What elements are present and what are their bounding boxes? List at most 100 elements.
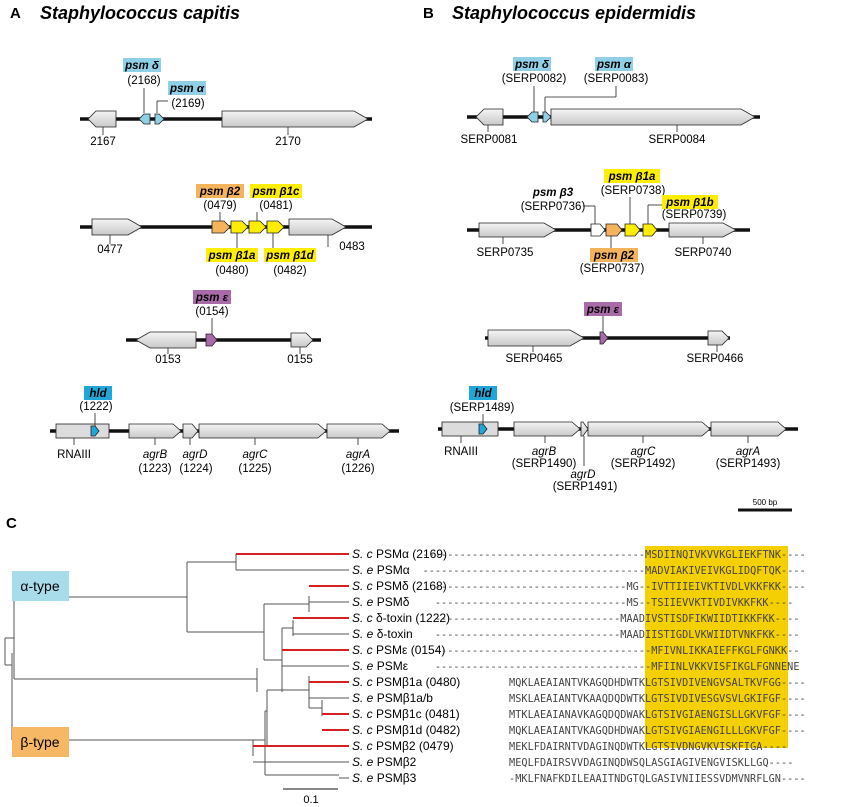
beta-type-box: β-type (12, 727, 69, 757)
alignment-hl: IVSTISDFIKWIIDTIKK (645, 614, 757, 625)
epi-agrA-label: agrA (736, 446, 761, 458)
psm-delta-arrow (138, 113, 151, 125)
tree-leaf-label: S. e PSMε (352, 659, 409, 673)
epi-psm-beta1b-id: (SERP0739) (662, 209, 727, 221)
epi-psm-beta2-id: (SERP0737) (580, 263, 645, 275)
alignment-post: VFGF---- (756, 726, 805, 737)
capitis-psm-alpha-label: psm α (169, 83, 205, 95)
alignment-row: ------------------------------------MSDI… (423, 550, 806, 561)
capitis-psm-beta1d-id: (0482) (273, 265, 306, 277)
alignment-hl: LGTSIVGIAENGILLLGK (645, 726, 757, 737)
gene-serp0466-arrow (707, 330, 730, 346)
alignment-hl: LGTSIVDNGVKVISK (645, 742, 739, 753)
leaf-species: S. c (352, 723, 373, 737)
alignment-post: FTNK---- (756, 550, 805, 561)
tree-scale-bar: 0.1 (283, 788, 338, 806)
capitis-psm-beta1a-label: psm β1a (208, 250, 256, 262)
alignment-row: -----------------------------------MFIVN… (435, 646, 800, 657)
leaf-species: S. e (352, 627, 374, 641)
alignment-pre: -------------------------------MG- (435, 582, 645, 593)
epi-psm-beta2-label: psm β2 (593, 250, 635, 262)
hld-arrow (90, 425, 100, 437)
gene-2170-arrow (221, 110, 369, 128)
alignment-pre: MEKLFDAIRNTVDAGINQDWTK (509, 742, 646, 753)
leaf-protein: PSMβ1d (0482) (373, 723, 461, 737)
epi-agrC-id: (SERP1492) (611, 458, 676, 470)
epi-psm-alpha-arrow (542, 111, 552, 123)
gene-serp0465-label: SERP0465 (506, 353, 563, 365)
capitis-hld-id: (1222) (79, 401, 112, 413)
gene-2167-label: 2167 (90, 136, 116, 148)
epidermidis-psm-epsilon-locus: psm ε SERP0465 SERP0466 (485, 302, 743, 365)
epi-psm-beta2-arrow (605, 223, 623, 237)
capitis-agrD-id: (1224) (179, 463, 212, 475)
genome-scale-bar: 500 bp (738, 498, 792, 512)
alignment-pre: ------------------------------MAAD (435, 630, 645, 641)
leaf-species: S. e (352, 771, 374, 785)
tree-leaf-label: S. c PSMε (0154) (352, 643, 445, 657)
tree-leaf-label: S. c PSMβ1c (0481) (352, 707, 460, 721)
epi-psm-epsilon-arrow (599, 331, 609, 345)
leaf-species: S. e (352, 691, 374, 705)
epi-agrA-arrow (710, 421, 787, 437)
gene-0483-label: 0483 (339, 241, 365, 253)
capitis-psm-beta1a-id: (0480) (215, 265, 248, 277)
epi-psm-beta3-arrow (590, 223, 606, 237)
gene-serp0735-arrow (478, 222, 557, 238)
tree-leaf-label: S. e PSMβ1a/b (352, 691, 433, 705)
alignment-hl: LGTSIVDIVESGVSVLGK (645, 694, 757, 705)
leaf-species: S. c (352, 675, 373, 689)
alignment-pre: MTKLAEAIANAVKAGQDQDWAK (509, 710, 646, 721)
capitis-agrB-id: (1223) (138, 463, 171, 475)
alignment-row: ------------------------------MAADIISTIG… (435, 630, 800, 641)
alignment-row: -------------------------------MG--IVTTI… (435, 582, 806, 593)
psm-beta2-arrow (211, 220, 231, 234)
leaf-species: S. e (352, 659, 374, 673)
leaf-species: S. c (352, 547, 373, 561)
epi-psm-alpha-label: psm α (596, 59, 632, 71)
gene-0155-arrow (290, 332, 314, 348)
tree-leaf-label: S. e PSMβ3 (352, 771, 417, 785)
epi-hld-label: hld (474, 388, 492, 400)
capitis-agr-locus: hld (1222) RNAIII agrB (1223) agrD (1224… (50, 386, 399, 475)
gene-0483-arrow (288, 218, 347, 236)
agrB-arrow (128, 423, 182, 439)
capitis-psm-epsilon-locus: psm ε (0154) 0153 0155 (126, 290, 321, 366)
alignment-post: FKK---- (756, 630, 799, 641)
agrA-arrow (326, 423, 391, 439)
alignment-post: LFGNNENE (750, 662, 799, 673)
alignment-row: MQKLAEAIANTVKAGQDHDWAKLGTSIVGIAENGILLLGK… (509, 726, 806, 737)
capitis-agrD-label: agrD (183, 449, 208, 461)
alignment-hl: LGTSIVGIAENGISLLGK (645, 710, 757, 721)
leaf-protein: PSMβ1c (0481) (373, 707, 460, 721)
alignment-pre: MEQLFDAIRSVVDAGINQDWSQ (509, 758, 645, 769)
capitis-psm-beta2-label: psm β2 (199, 186, 241, 198)
alignment-pre: MSKLAEAIANTVKAAQDQDWTK (509, 694, 646, 705)
gene-0153-arrow (135, 331, 197, 349)
beta-type-label: β-type (20, 734, 59, 750)
capitis-hld-label: hld (89, 388, 107, 400)
alignment-hl: LASGIAGIVENGVISKL (645, 758, 750, 769)
tree-leaf-label: S. c PSMβ1a (0480) (352, 675, 460, 689)
gene-serp0084-label: SERP0084 (649, 134, 707, 146)
capitis-psm-beta1c-id: (0481) (259, 200, 292, 212)
epidermidis-psm-beta-locus: psm β3 (SERP0736) psm β1a (SERP0738) psm… (467, 169, 750, 275)
gene-serp0735-label: SERP0735 (477, 247, 534, 259)
leaf-species: S. e (352, 563, 374, 577)
alignment-pre: ------------------------------------ (423, 550, 645, 561)
capitis-psm-alpha-id: (2169) (171, 98, 204, 110)
leaf-species: S. e (352, 755, 374, 769)
leaf-species: S. e (352, 595, 374, 609)
capitis-psm-delta-label: psm δ (124, 60, 160, 72)
gene-serp0081-arrow (475, 108, 504, 126)
leaf-protein: PSMα (373, 563, 409, 577)
epi-agrC-label: agrC (631, 446, 657, 458)
epidermidis-agr-locus: hld (SERP1489) RNAIII agrB (SERP1490) ag… (438, 386, 798, 493)
gene-serp0740-label: SERP0740 (675, 247, 732, 259)
epi-psm-beta3-id: (SERP0736) (521, 201, 586, 213)
capitis-psm-epsilon-label: psm ε (195, 292, 229, 304)
alignment-pre: ---------------------------------- (435, 662, 645, 673)
tree-leaf-label: S. c PSMα (2169) (352, 547, 447, 561)
epi-psm-beta1a-arrow (624, 223, 641, 237)
